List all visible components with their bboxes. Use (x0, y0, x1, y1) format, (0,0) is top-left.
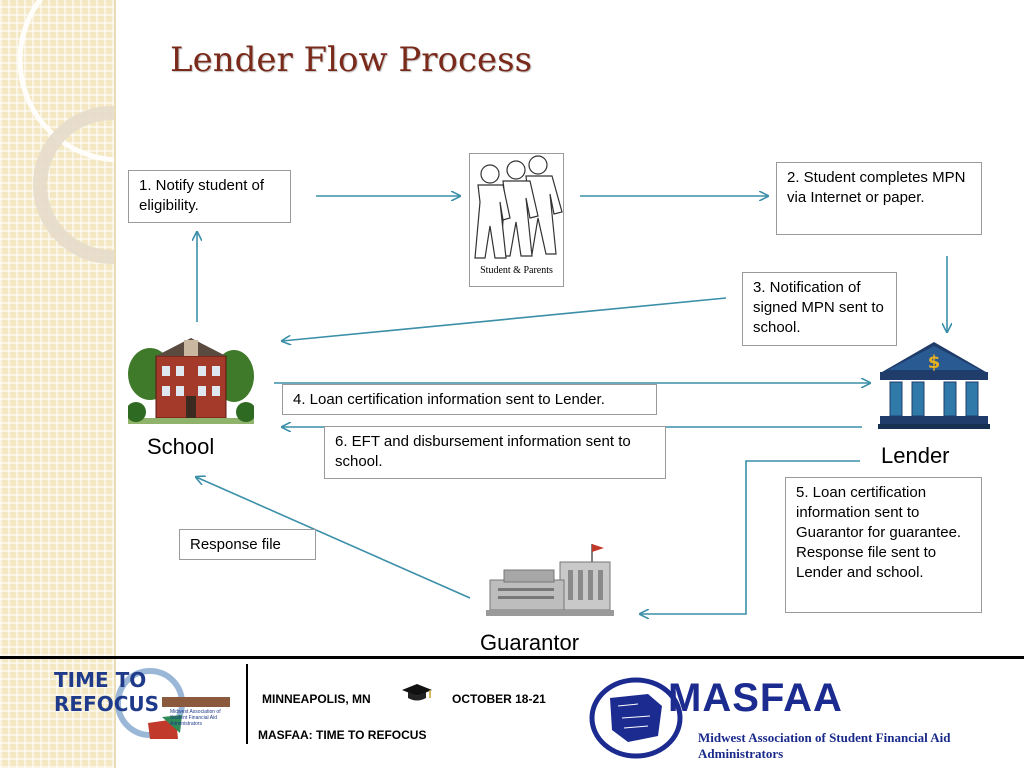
step3-box: 3. Notification of signed MPN sent to sc… (742, 272, 897, 346)
footer-location: MINNEAPOLIS, MN (262, 692, 371, 706)
arrow-step3-to-school (282, 297, 727, 341)
decorative-circles (17, 0, 114, 264)
school-building-icon (128, 338, 254, 424)
masfaa-wordmark: MASFAA (668, 676, 843, 720)
guarantor-building-icon (486, 544, 614, 616)
logo-time-to: TIME TO (54, 668, 147, 692)
step4-box: 4. Loan certification information sent t… (282, 384, 657, 415)
step2-box: 2. Student completes MPN via Internet or… (776, 162, 982, 235)
midwest-map-icon (589, 677, 683, 759)
students-caption: Student & Parents (480, 265, 553, 276)
footer-theme: MASFAA: TIME TO REFOCUS (258, 728, 427, 742)
people-icon (474, 155, 563, 259)
masfaa-logo: MASFAA Midwest Association of Student Fi… (588, 676, 1018, 761)
band-edge (114, 0, 116, 768)
footer-divider (246, 664, 248, 744)
guarantor-label: Guarantor (480, 630, 580, 655)
masfaa-fullname: Midwest Association of Student Financial… (698, 730, 951, 761)
arrow-lender-to-guarantor (640, 460, 860, 614)
step5-box: 5. Loan certification information sent t… (785, 477, 982, 613)
footer-rule (0, 656, 1024, 659)
school-label: School (147, 434, 215, 459)
step1-box: 1. Notify student of eligibility. (128, 170, 291, 223)
slide-title: Lender Flow Process (170, 40, 533, 80)
step6-box: 6. EFT and disbursement information sent… (324, 426, 666, 479)
logo-caption: Midwest Association of Student Financial… (170, 709, 221, 727)
response-file-box: Response file (179, 529, 316, 560)
arrow-guarantor-to-school (196, 477, 471, 599)
logo-refocus: REFOCUS (54, 692, 160, 716)
decorative-side-band (0, 0, 114, 768)
footer-dates: OCTOBER 18-21 (452, 692, 546, 706)
graduation-cap-icon (402, 684, 432, 701)
bank-icon: $ (878, 342, 990, 429)
svg-text:$: $ (928, 352, 941, 373)
students-parents-node: Student & Parents (469, 153, 564, 287)
lender-label: Lender (881, 443, 950, 468)
time-to-refocus-logo: TIME TO REFOCUS Midwest Association of S… (52, 667, 232, 741)
